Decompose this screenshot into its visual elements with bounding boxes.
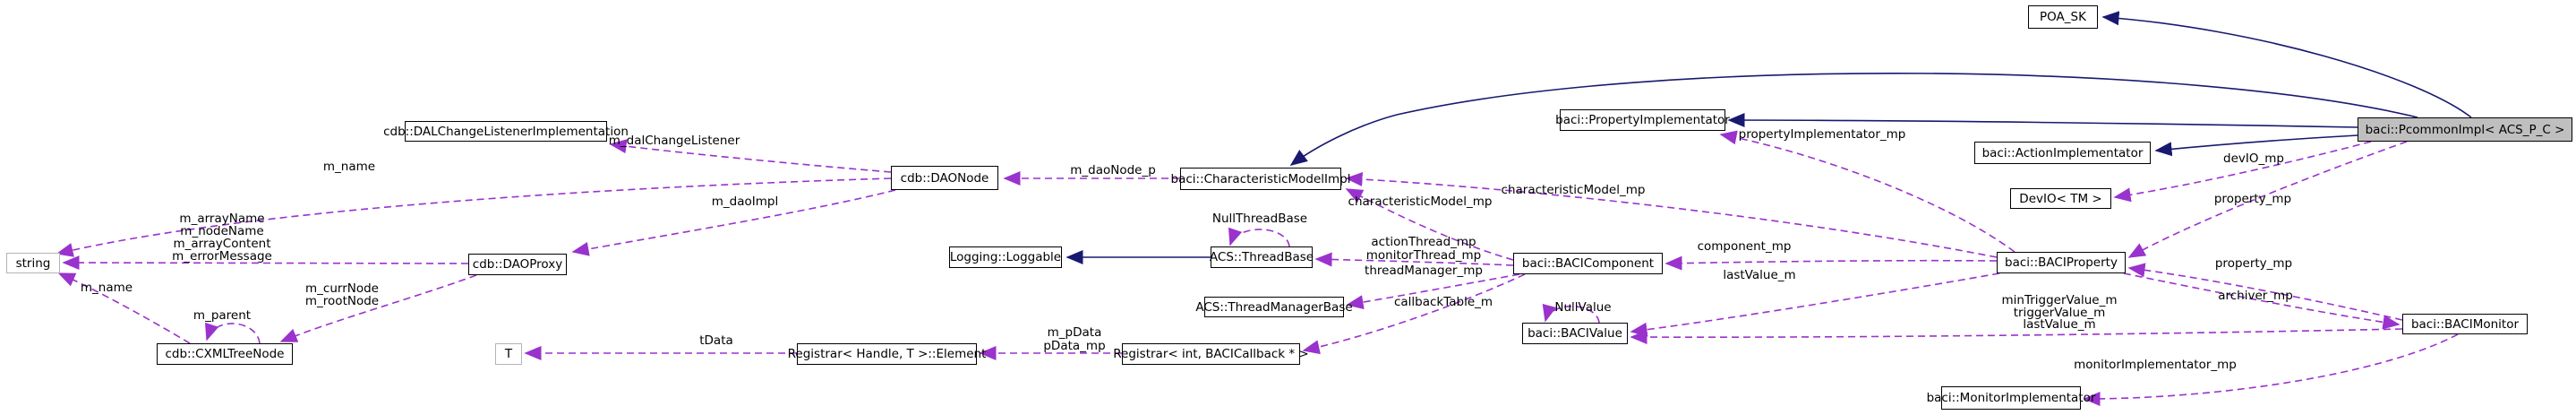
- usage-edge-baci-property-to-baci-component: [1665, 255, 1998, 271]
- edge-label-property-mp-28: property_mp: [2214, 256, 2293, 271]
- edge-label-m-pdata-23: m_pData: [1047, 325, 1102, 340]
- usage-edge-cxml-tree-node-to-cxml-tree-node: [205, 322, 261, 344]
- class-node-dal-change-listener[interactable]: cdb::DALChangeListenerImplementation: [383, 121, 629, 142]
- usage-edge-baci-component-to-characteristic-model-impl: [1345, 188, 1514, 261]
- class-node-dao-proxy[interactable]: cdb::DAOProxy: [468, 254, 567, 275]
- class-node-string[interactable]: string: [6, 253, 60, 273]
- edge-label-triggervalue-m-31: triggerValue_m: [2013, 306, 2106, 320]
- edge-label-m-dalchangelistener-0: m_dalChangeListener: [608, 134, 740, 148]
- usage-edge-baci-property-to-baci-value: [1630, 272, 2000, 337]
- class-node-cxml-tree-node[interactable]: cdb::CXMLTreeNode: [157, 343, 293, 365]
- edge-label-tdata-22: tData: [699, 333, 733, 348]
- class-node-monitor-implementator[interactable]: baci::MonitorImplementator: [1927, 386, 2095, 410]
- class-node-baci-property[interactable]: baci::BACIProperty: [1997, 252, 2126, 273]
- edge-label-threadmanager-mp-17: threadManager_mp: [1365, 264, 1483, 278]
- usage-edge-thread-base-to-thread-base: [1228, 227, 1290, 247]
- usage-edge-dao-node-to-string: [56, 177, 892, 257]
- class-node-t-param[interactable]: T: [495, 343, 522, 365]
- usage-edge-baci-property-to-baci-monitor: [2123, 272, 2401, 330]
- class-node-registrar-callback[interactable]: Registrar< int, BACICallback * >: [1113, 343, 1309, 365]
- edge-label-m-nodename-4: m_nodeName: [180, 224, 264, 238]
- class-node-action-implementator[interactable]: baci::ActionImplementator: [1974, 142, 2151, 164]
- edge-label-m-daoimpl-2: m_daoImpl: [711, 195, 779, 209]
- edge-label-nullvalue-21: NullValue: [1554, 300, 1612, 315]
- inheritance-edge-pcommon-impl-to-poa-sk: [2101, 11, 2472, 118]
- edge-label-characteristicmodel-mp-13: characteristicModel_mp: [1348, 195, 1493, 209]
- class-node-devio[interactable]: DevIO< TM >: [2010, 188, 2111, 209]
- class-node-dao-node[interactable]: cdb::DAONode: [891, 166, 998, 190]
- edge-label-nullthreadbase-12: NullThreadBase: [1211, 212, 1308, 226]
- edge-label-archiver-mp-29: archiver_mp: [2218, 289, 2293, 303]
- edge-label-m-parent-10: m_parent: [193, 308, 252, 323]
- edge-label-monitorthread-mp-16: monitorThread_mp: [1365, 248, 1482, 263]
- class-node-thread-base[interactable]: ACS::ThreadBase: [1210, 246, 1314, 268]
- usage-edge-cxml-tree-node-to-string: [57, 272, 191, 344]
- class-node-pcommon-impl[interactable]: baci::PcommonImpl< ACS_P_C >: [2358, 117, 2572, 142]
- usage-edge-pcommon-impl-to-devio: [2113, 141, 2372, 203]
- edge-label-component-mp-19: component_mp: [1697, 239, 1792, 254]
- class-node-baci-monitor[interactable]: baci::BACIMonitor: [2402, 314, 2528, 334]
- usage-edge-dao-proxy-to-cxml-tree-node: [279, 274, 477, 342]
- edge-label-m-errormessage-6: m_errorMessage: [172, 249, 272, 264]
- usage-edge-baci-value-to-baci-value: [1542, 303, 1600, 324]
- edge-label-lastvalue-m-32: lastValue_m: [2023, 317, 2096, 332]
- class-node-property-implementator[interactable]: baci::PropertyImplementator: [1555, 109, 1730, 131]
- usage-edge-dao-node-to-dao-proxy: [571, 189, 896, 256]
- edge-label-mintriggervalue-m-30: minTriggerValue_m: [2001, 293, 2118, 307]
- edge-label-property-mp-27: property_mp: [2213, 192, 2292, 206]
- class-node-thread-manager-base[interactable]: ACS::ThreadManagerBase: [1195, 297, 1353, 317]
- usage-edge-dao-node-to-dal-change-listener: [609, 139, 892, 173]
- edge-label-actionthread-mp-15: actionThread_mp: [1371, 235, 1476, 249]
- edge-label-m-arraycontent-5: m_arrayContent: [173, 237, 271, 251]
- edge-label-characteristicmodel-mp-14: characteristicModel_mp: [1501, 183, 1646, 197]
- edge-label-m-daonode-p-11: m_daoNode_p: [1070, 163, 1156, 177]
- edge-label-m-arrayname-3: m_arrayName: [179, 212, 265, 226]
- edge-label-pdata-mp-24: pData_mp: [1043, 339, 1106, 353]
- usage-edge-baci-property-to-characteristic-model-impl: [1345, 172, 1998, 258]
- class-node-registrar-element[interactable]: Registrar< Handle, T >::Element: [788, 343, 986, 365]
- class-node-baci-value[interactable]: baci::BACIValue: [1522, 323, 1628, 344]
- usage-edge-baci-component-to-registrar-callback: [1302, 273, 1526, 355]
- usage-edge-baci-monitor-to-monitor-implementator: [2083, 333, 2459, 406]
- edge-label-m-name-7: m_name: [80, 281, 133, 295]
- class-node-poa-sk[interactable]: POA_SK: [2028, 5, 2098, 29]
- usage-edge-baci-monitor-to-baci-property: [2127, 263, 2403, 321]
- edge-label-m-rootnode-9: m_rootNode: [304, 294, 380, 308]
- usage-edge-baci-property-to-property-implementator: [1719, 130, 2015, 253]
- class-node-baci-component[interactable]: baci::BACIComponent: [1513, 253, 1663, 274]
- usage-edge-dao-proxy-to-string: [62, 255, 469, 271]
- inheritance-edge-pcommon-impl-to-action-implementator: [2154, 134, 2358, 157]
- edge-label-m-name-1: m_name: [322, 160, 376, 174]
- usage-edge-baci-component-to-thread-base: [1314, 252, 1514, 267]
- edge-label-devio-mp-26: devIO_mp: [2223, 151, 2284, 166]
- edge-label-monitorimplementator-mp-33: monitorImplementator_mp: [2074, 358, 2237, 372]
- usage-edge-pcommon-impl-to-baci-property: [2127, 141, 2408, 258]
- usage-edge-baci-component-to-thread-manager-base: [1346, 273, 1520, 309]
- edge-label-lastvalue-m-20: lastValue_m: [1723, 268, 1796, 282]
- edge-label-m-currnode-8: m_currNode: [305, 281, 379, 296]
- inheritance-edge-pcommon-impl-to-characteristic-model-impl: [1289, 72, 2418, 166]
- usage-edge-baci-monitor-to-baci-value: [1630, 328, 2403, 345]
- edge-label-propertyimplementator-mp-25: propertyImplementator_mp: [1738, 127, 1906, 142]
- class-node-characteristic-model-impl[interactable]: baci::CharacteristicModelImpl: [1171, 168, 1351, 190]
- edge-label-callbacktable-m-18: callbackTable_m: [1393, 295, 1493, 309]
- inheritance-edge-pcommon-impl-to-property-implementator: [1727, 113, 2358, 128]
- class-node-loggable[interactable]: Logging::Loggable: [949, 246, 1062, 268]
